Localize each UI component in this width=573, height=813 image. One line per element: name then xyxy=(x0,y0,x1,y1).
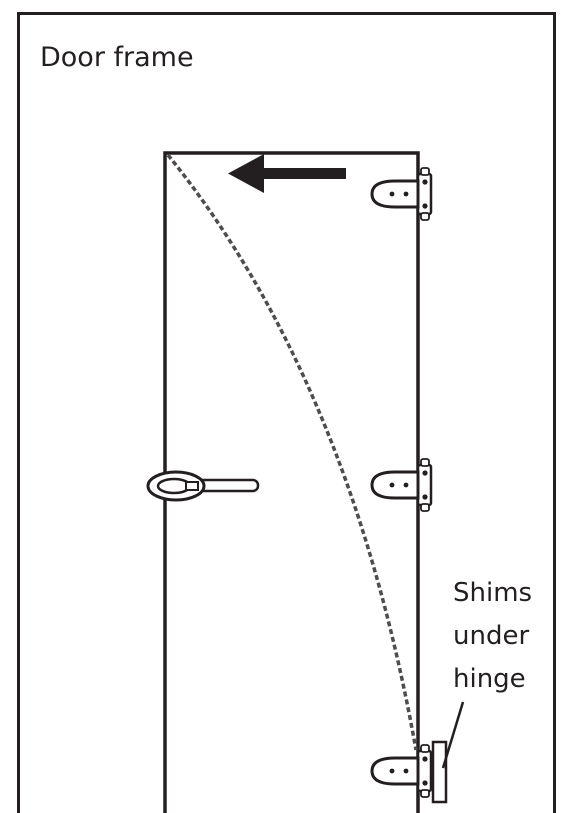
door-frame-outline xyxy=(17,12,556,813)
shims-leader-line xyxy=(441,701,465,769)
hinge-icon xyxy=(370,457,433,513)
hinge-icon xyxy=(370,743,433,799)
shims-label-line-1: Shims xyxy=(453,578,532,608)
hinge-icon xyxy=(370,166,433,222)
shims-label-line-3: hinge xyxy=(453,664,526,694)
door-frame-label: Door frame xyxy=(40,42,194,73)
door-sag-dashed-arc xyxy=(166,153,418,751)
shim-icon xyxy=(431,740,448,804)
arrow-left-icon xyxy=(228,154,346,193)
door-handle-icon xyxy=(146,470,260,502)
shims-label-line-2: under xyxy=(453,621,529,651)
